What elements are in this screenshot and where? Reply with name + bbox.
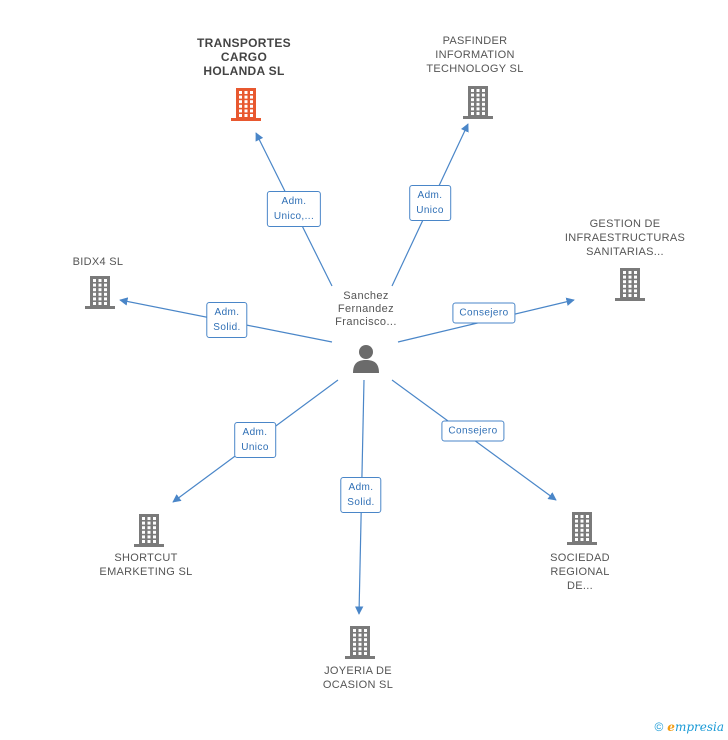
building-icon[interactable]: [344, 624, 376, 660]
relation-label-line: Consejero: [459, 307, 509, 319]
relation-label-line: Adm.: [242, 427, 268, 438]
relation-label-transportes[interactable]: Adm. Unico,...: [266, 191, 322, 227]
relation-label-line: Unico: [241, 442, 269, 453]
relation-label-sociedad[interactable]: Consejero: [441, 420, 505, 442]
company-label-line: SANITARIAS...: [586, 246, 664, 258]
company-label-line: SOCIEDAD: [550, 552, 610, 564]
building-icon[interactable]: [566, 510, 598, 546]
relation-label-line: Solid.: [347, 497, 375, 508]
company-label-line: REGIONAL: [550, 566, 610, 578]
building-icon[interactable]: [84, 274, 116, 310]
company-label-line: SHORTCUT: [114, 552, 178, 564]
building-icon[interactable]: [462, 84, 494, 120]
company-label-line: JOYERIA DE: [324, 665, 392, 677]
company-node-sociedad[interactable]: [566, 510, 598, 551]
company-label-joyeria[interactable]: JOYERIA DE OCASION SL: [323, 664, 393, 692]
company-label-line: EMARKETING SL: [99, 566, 193, 578]
company-label-sociedad[interactable]: SOCIEDAD REGIONAL DE...: [550, 551, 610, 593]
company-node-bidx4[interactable]: [84, 274, 116, 315]
company-label-line: OCASION SL: [322, 679, 394, 691]
relation-label-joyeria[interactable]: Adm. Solid.: [340, 477, 382, 513]
building-icon[interactable]: [133, 512, 165, 548]
relation-label-pasfinder[interactable]: Adm. Unico: [409, 185, 451, 221]
company-node-pasfinder[interactable]: [462, 84, 494, 125]
relation-label-line: Adm.: [348, 482, 374, 493]
relation-label-line: Adm.: [214, 307, 240, 318]
relation-label-gestion[interactable]: Consejero: [452, 302, 516, 324]
relation-label-line: Adm.: [281, 196, 307, 207]
relation-label-line: Unico: [416, 205, 444, 216]
copyright-symbol: ©: [654, 720, 664, 734]
relation-label-line: Consejero: [448, 425, 498, 437]
company-label-gestion[interactable]: GESTION DE INFRAESTRUCTURAS SANITARIAS...: [565, 217, 685, 259]
company-node-shortcut[interactable]: [133, 512, 165, 553]
company-label-line: INFRAESTRUCTURAS: [564, 232, 686, 244]
building-icon[interactable]: [230, 86, 262, 122]
company-label-line: BIDX4 SL: [72, 256, 124, 268]
company-label-line: DE...: [567, 580, 593, 592]
company-label-bidx4[interactable]: BIDX4 SL: [73, 255, 124, 269]
relation-label-line: Adm.: [417, 190, 443, 201]
company-label-line: CARGO: [220, 50, 268, 64]
company-node-transportes[interactable]: [230, 86, 262, 127]
company-label-line: TECHNOLOGY SL: [426, 63, 524, 75]
company-label-pasfinder[interactable]: PASFINDER INFORMATION TECHNOLOGY SL: [426, 34, 523, 76]
company-label-line: PASFINDER: [442, 35, 508, 47]
company-node-gestion[interactable]: [614, 266, 646, 307]
footer-brand: ©empresia: [654, 720, 724, 734]
company-label-line: GESTION DE: [589, 218, 661, 230]
relation-label-line: Unico,...: [273, 211, 315, 222]
empresia-logo: empresia: [667, 720, 724, 734]
company-label-line: HOLANDA SL: [203, 64, 285, 78]
company-label-line: INFORMATION: [435, 49, 515, 61]
person-name[interactable]: Sanchez Fernandez Francisco...: [335, 290, 397, 328]
company-label-line: TRANSPORTES: [197, 36, 291, 50]
relation-label-shortcut[interactable]: Adm. Unico: [234, 422, 276, 458]
person-icon[interactable]: [352, 344, 380, 374]
company-label-shortcut[interactable]: SHORTCUT EMARKETING SL: [99, 551, 192, 579]
building-icon[interactable]: [614, 266, 646, 302]
company-node-joyeria[interactable]: [344, 624, 376, 665]
relation-label-line: Solid.: [213, 322, 241, 333]
relation-label-bidx4[interactable]: Adm. Solid.: [206, 302, 248, 338]
